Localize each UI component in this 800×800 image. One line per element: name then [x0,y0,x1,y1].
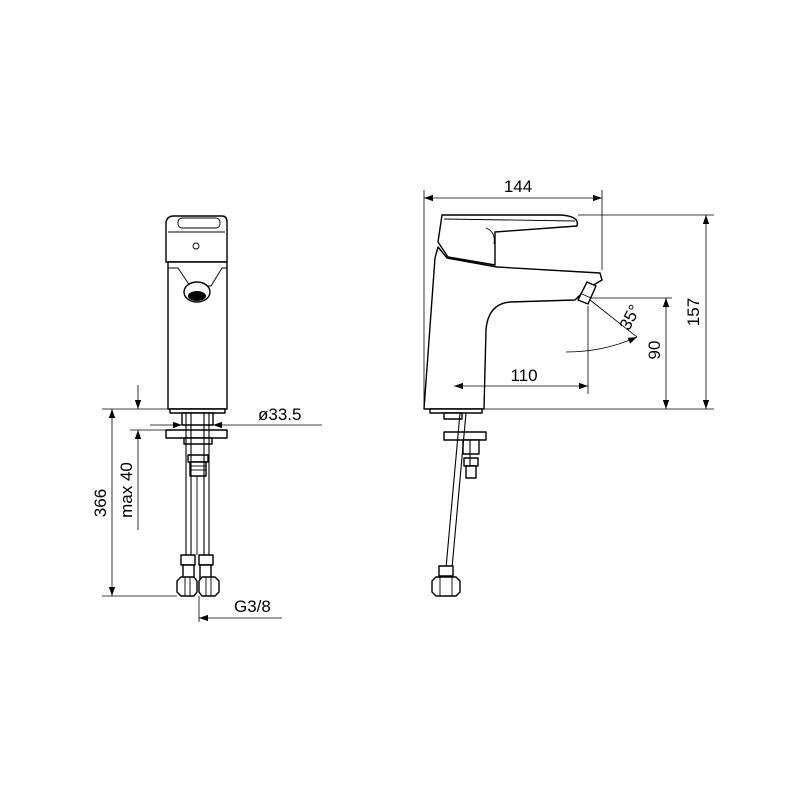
side-aerator [577,281,597,305]
dim-366: 366 [91,489,110,517]
dim-diameter: ø33.5 [258,405,301,424]
front-mounting-plate [165,429,228,439]
dim-arc-35 [565,336,638,353]
side-hose [451,412,467,569]
front-handle [165,215,228,263]
dim-max40: max 40 [117,462,136,518]
side-nut [431,576,461,597]
side-mounting-plate [443,431,487,441]
front-nut-right [198,576,220,597]
side-handle [437,214,579,266]
side-body [423,246,603,410]
dim-110: 110 [510,366,537,385]
dim-90: 90 [645,341,664,360]
dim-157: 157 [684,298,703,326]
dim-144: 144 [504,177,532,196]
dim-angle: 35° [616,302,645,334]
side-view [423,214,603,597]
front-nut-left [176,576,198,597]
dim-thread: G3/8 [234,597,271,616]
side-dimensions: 144 157 90 110 35° [423,177,714,410]
front-dimensions: 366 max 40 ø33.5 G3/8 [91,385,322,622]
front-view [165,215,228,597]
